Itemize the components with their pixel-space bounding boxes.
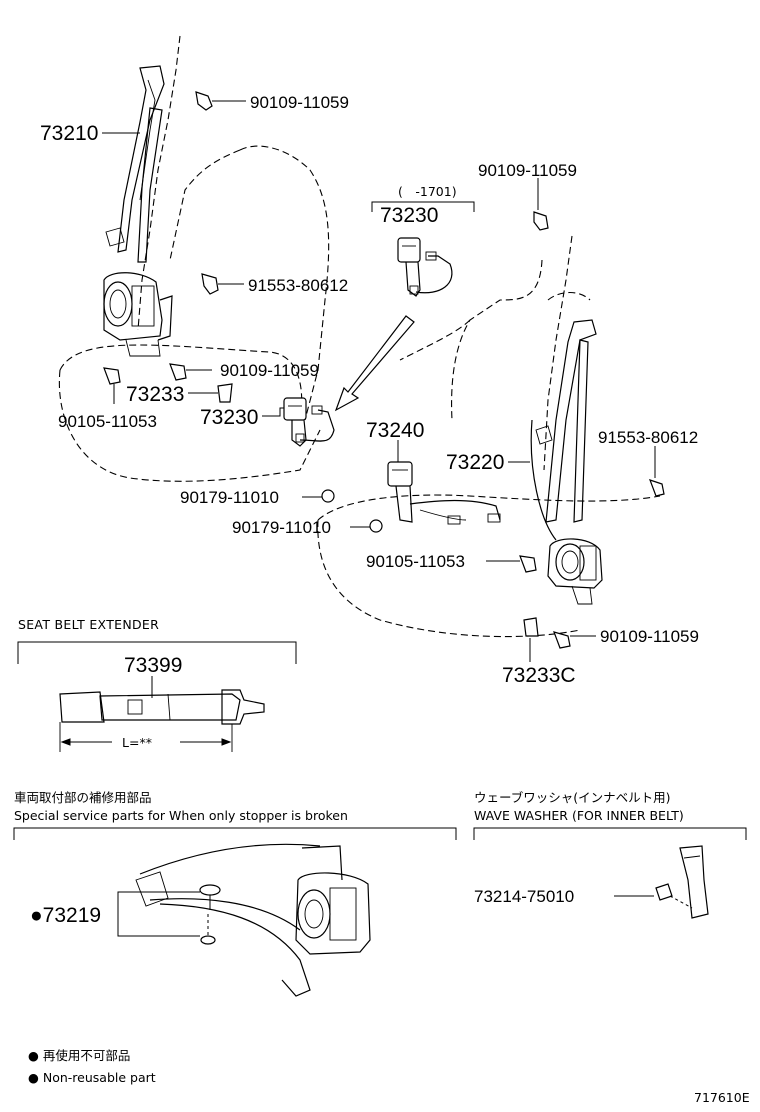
legend-en: ● Non-reusable part — [28, 1070, 156, 1085]
washer-title-en: WAVE WASHER (FOR INNER BELT) — [474, 808, 684, 823]
right-seat-outline — [317, 235, 661, 638]
washer-part-number: 73214-75010 — [474, 887, 574, 906]
nut-90179-upper — [321, 489, 335, 503]
label-90109-d: 90109-11059 — [600, 627, 699, 646]
extender-length: L=** — [122, 735, 152, 750]
washer-section: ウェーブワッシャ(インナベルト用) WAVE WASHER (FOR INNER… — [473, 790, 747, 919]
bolt-90105-right — [519, 555, 537, 573]
cover-73233 — [217, 383, 233, 403]
legend-jp: ● 再使用不可部品 — [28, 1048, 130, 1063]
bolt-91553-right — [648, 479, 665, 497]
label-91553-b: 91553-80612 — [598, 428, 698, 447]
nut-90179-lower — [369, 519, 383, 533]
label-73230-b: 73230 — [380, 204, 438, 227]
buckle-73230-left — [283, 397, 335, 447]
label-90179-b: 90179-11010 — [232, 518, 331, 537]
service-title-en: Special service parts for When only stop… — [14, 808, 348, 823]
label-90179-a: 90179-11010 — [180, 488, 279, 507]
bolt-90109-lower-right — [553, 631, 571, 649]
bolt-90109-upper-right — [533, 211, 549, 231]
label-90109-b: 90109-11059 — [220, 361, 319, 380]
extender-section: SEAT BELT EXTENDER 73399 L=** — [17, 617, 297, 752]
inset-73230 — [371, 201, 475, 297]
label-73210: 73210 — [40, 122, 98, 145]
service-section: 車両取付部の補修用部品 Special service parts for Wh… — [13, 790, 457, 997]
label-90105-a: 90105-11053 — [58, 412, 157, 431]
figure-id: 717610E — [694, 1090, 750, 1105]
label-90105-b: 90105-11053 — [366, 552, 465, 571]
label-73230-a: 73230 — [200, 406, 258, 429]
service-part-number: ●73219 — [30, 904, 101, 927]
label-73233: 73233 — [126, 383, 184, 406]
label-1701: ( -1701) — [398, 184, 457, 199]
left-seat-outline — [58, 35, 330, 482]
leader-lines — [102, 100, 656, 662]
bolt-91553-left — [201, 273, 219, 295]
label-73240: 73240 — [366, 419, 424, 442]
label-73220: 73220 — [446, 451, 504, 474]
direction-arrow — [334, 315, 415, 412]
washer-title-jp: ウェーブワッシャ(インナベルト用) — [474, 790, 671, 805]
left-belt-assembly — [103, 65, 173, 357]
label-73233c: 73233C — [502, 664, 576, 687]
buckle-73240 — [387, 461, 501, 525]
label-90109-c: 90109-11059 — [478, 161, 577, 180]
label-91553-a: 91553-80612 — [248, 276, 348, 295]
bolt-90109-upper-left — [195, 91, 213, 111]
bolt-90109-mid-left — [169, 363, 187, 381]
extender-title: SEAT BELT EXTENDER — [18, 617, 159, 632]
service-title-jp: 車両取付部の補修用部品 — [14, 790, 152, 805]
cover-73233c — [523, 617, 539, 637]
right-belt-assembly — [530, 319, 603, 605]
label-90109-a: 90109-11059 — [250, 93, 349, 112]
extender-part-number: 73399 — [124, 654, 182, 677]
bolt-90105-left — [103, 367, 121, 385]
